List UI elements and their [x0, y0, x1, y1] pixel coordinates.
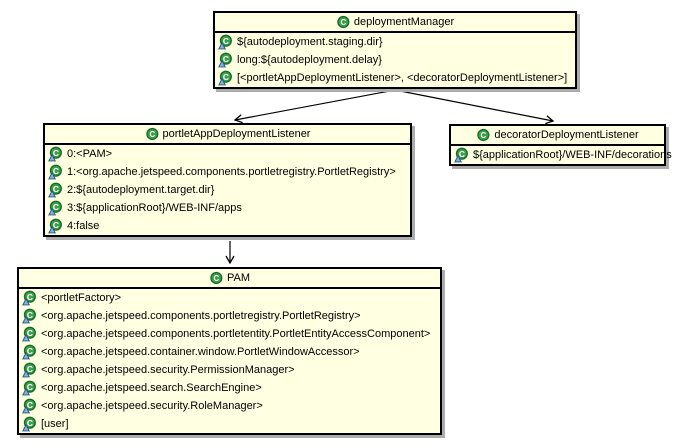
constructor-arg-icon: C: [22, 290, 37, 306]
class-icon: C: [476, 128, 490, 142]
bean-node-header[interactable]: C decoratorDeploymentListener: [451, 126, 664, 146]
constructor-arg-label: 1:<org.apache.jetspeed.components.portle…: [67, 166, 396, 178]
svg-text:C: C: [53, 220, 59, 230]
bean-node-body: C <portletFactory> C <org.apache.jetspee…: [19, 289, 440, 433]
edge-deploymentmanager-to-portletappdeploymentlistener: [233, 89, 396, 124]
svg-text:C: C: [27, 310, 33, 320]
constructor-arg-row[interactable]: C 3:${applicationRoot}/WEB-INF/apps: [45, 199, 410, 217]
svg-text:C: C: [340, 18, 346, 27]
bean-node-header[interactable]: C portletAppDeploymentListener: [45, 125, 410, 145]
constructor-arg-label: <portletFactory>: [41, 292, 122, 304]
svg-text:C: C: [149, 130, 155, 139]
constructor-arg-icon: C: [48, 200, 63, 216]
constructor-arg-label: [user]: [41, 418, 69, 430]
bean-node-portletappdeploymentlistener[interactable]: C portletAppDeploymentListener C 0:<PAM>…: [43, 123, 412, 237]
constructor-arg-row[interactable]: C <portletFactory>: [19, 289, 440, 307]
constructor-arg-icon: C: [218, 34, 233, 50]
svg-text:C: C: [53, 184, 59, 194]
bean-node-decoratordeploymentlistener[interactable]: C decoratorDeploymentListener C ${applic…: [449, 124, 672, 166]
svg-text:C: C: [223, 36, 229, 46]
bean-node-header[interactable]: C deploymentManager: [215, 13, 575, 33]
constructor-arg-icon: C: [22, 416, 37, 432]
constructor-arg-icon: C: [48, 182, 63, 198]
constructor-arg-label: 4:false: [67, 220, 100, 232]
constructor-arg-label: <org.apache.jetspeed.components.portlete…: [41, 328, 431, 340]
bean-node-title: PAM: [226, 272, 251, 284]
constructor-arg-row[interactable]: C <org.apache.jetspeed.components.portle…: [19, 307, 440, 325]
class-icon: C: [145, 127, 159, 141]
constructor-arg-row[interactable]: C [user]: [19, 415, 440, 433]
bean-node-header[interactable]: C PAM: [19, 269, 440, 289]
constructor-arg-row[interactable]: C <org.apache.jetspeed.security.RoleMana…: [19, 397, 440, 415]
svg-text:C: C: [27, 292, 33, 302]
bean-node-title: decoratorDeploymentListener: [494, 129, 639, 141]
constructor-arg-row[interactable]: C long:${autodeployment.delay}: [215, 51, 575, 69]
constructor-arg-row[interactable]: C <org.apache.jetspeed.container.window.…: [19, 343, 440, 361]
svg-text:C: C: [53, 148, 59, 158]
constructor-arg-label: ${autodeployment.staging.dir}: [237, 36, 383, 48]
svg-text:C: C: [27, 400, 33, 410]
bean-node-deploymentmanager[interactable]: C deploymentManager C ${autodeployment.s…: [213, 11, 577, 89]
svg-text:C: C: [27, 418, 33, 428]
constructor-arg-label: 2:${autodeployment.target.dir}: [67, 184, 215, 196]
constructor-arg-icon: C: [22, 344, 37, 360]
svg-text:C: C: [27, 328, 33, 338]
svg-text:C: C: [213, 274, 219, 283]
svg-text:C: C: [27, 346, 33, 356]
constructor-arg-icon: C: [48, 146, 63, 162]
constructor-arg-icon: C: [22, 326, 37, 342]
constructor-arg-row[interactable]: C 2:${autodeployment.target.dir}: [45, 181, 410, 199]
constructor-arg-label: <org.apache.jetspeed.container.window.Po…: [41, 346, 360, 358]
constructor-arg-label: <org.apache.jetspeed.security.Permission…: [41, 364, 295, 376]
bean-node-title: portletAppDeploymentListener: [162, 128, 311, 140]
edge-deploymentmanager-to-decoratordeploymentlistener: [394, 89, 555, 125]
constructor-arg-row[interactable]: C <org.apache.jetspeed.security.Permissi…: [19, 361, 440, 379]
constructor-arg-icon: C: [22, 398, 37, 414]
constructor-arg-label: [<portletAppDeploymentListener>, <decora…: [237, 72, 568, 84]
bean-node-title: deploymentManager: [353, 16, 455, 28]
constructor-arg-label: ${applicationRoot}/WEB-INF/decorations: [473, 149, 672, 161]
svg-text:C: C: [223, 54, 229, 64]
bean-node-body: C ${autodeployment.staging.dir} C long:$…: [215, 33, 575, 87]
svg-text:C: C: [481, 131, 487, 140]
class-icon: C: [209, 271, 223, 285]
constructor-arg-icon: C: [454, 147, 469, 163]
constructor-arg-row[interactable]: C [<portletAppDeploymentListener>, <deco…: [215, 69, 575, 87]
svg-text:C: C: [459, 149, 465, 159]
svg-text:C: C: [27, 364, 33, 374]
constructor-arg-row[interactable]: C 4:false: [45, 217, 410, 235]
constructor-arg-row[interactable]: C 0:<PAM>: [45, 145, 410, 163]
bean-node-body: C ${applicationRoot}/WEB-INF/decorations: [451, 146, 672, 164]
constructor-arg-icon: C: [48, 164, 63, 180]
constructor-arg-row[interactable]: C ${applicationRoot}/WEB-INF/decorations: [451, 146, 672, 164]
svg-text:C: C: [27, 382, 33, 392]
class-icon: C: [336, 15, 350, 29]
constructor-arg-row[interactable]: C ${autodeployment.staging.dir}: [215, 33, 575, 51]
constructor-arg-icon: C: [218, 52, 233, 68]
constructor-arg-row[interactable]: C <org.apache.jetspeed.components.portle…: [19, 325, 440, 343]
constructor-arg-row[interactable]: C <org.apache.jetspeed.search.SearchEngi…: [19, 379, 440, 397]
constructor-arg-label: long:${autodeployment.delay}: [237, 54, 382, 66]
svg-text:C: C: [223, 72, 229, 82]
constructor-arg-label: <org.apache.jetspeed.search.SearchEngine…: [41, 382, 262, 394]
constructor-arg-label: <org.apache.jetspeed.security.RoleManage…: [41, 400, 263, 412]
constructor-arg-label: <org.apache.jetspeed.components.portletr…: [41, 310, 361, 322]
constructor-arg-label: 0:<PAM>: [67, 148, 113, 160]
svg-text:C: C: [53, 202, 59, 212]
constructor-arg-row[interactable]: C 1:<org.apache.jetspeed.components.port…: [45, 163, 410, 181]
bean-node-pam[interactable]: C PAM C <portletFactory> C <org.apache.j…: [17, 267, 442, 435]
constructor-arg-icon: C: [218, 70, 233, 86]
constructor-arg-icon: C: [22, 380, 37, 396]
constructor-arg-label: 3:${applicationRoot}/WEB-INF/apps: [67, 202, 242, 214]
bean-node-body: C 0:<PAM> C 1:<org.apache.jetspeed.compo…: [45, 145, 410, 235]
svg-text:C: C: [53, 166, 59, 176]
constructor-arg-icon: C: [22, 362, 37, 378]
constructor-arg-icon: C: [48, 218, 63, 234]
constructor-arg-icon: C: [22, 308, 37, 324]
